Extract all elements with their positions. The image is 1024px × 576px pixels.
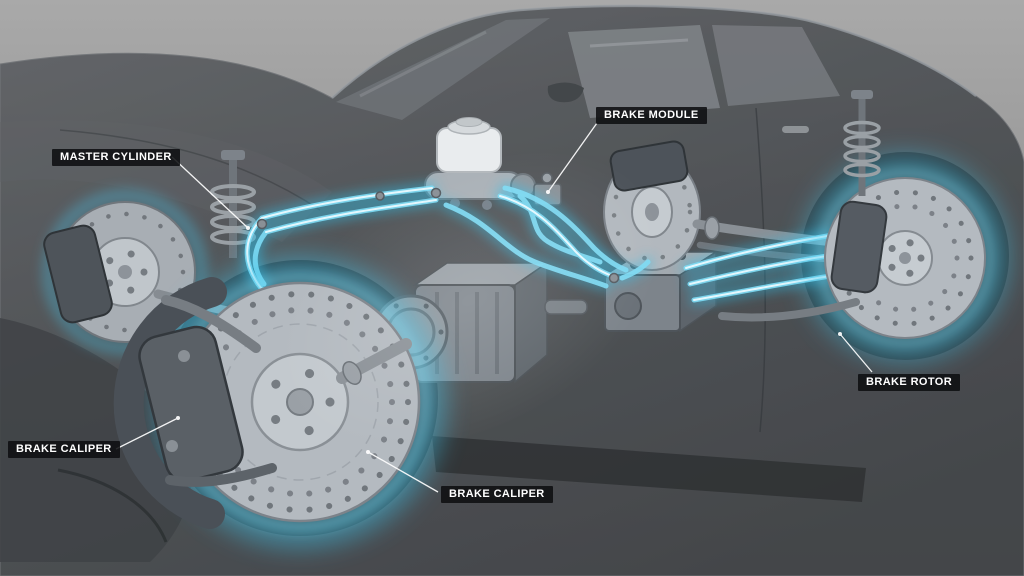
label-brake-module: BRAKE MODULE [596, 107, 707, 124]
lower-control-arm [165, 463, 277, 487]
rear-toe-link [718, 298, 860, 322]
rear-right-brake-assembly [718, 90, 1007, 360]
front-bumper [0, 318, 192, 562]
rear-left-caliper [43, 224, 113, 324]
windshield [336, 18, 550, 120]
rocker-panel [432, 436, 866, 502]
front-left-brake-assembly [113, 258, 444, 546]
label-master-cylinder: MASTER CYLINDER [52, 149, 180, 166]
mid-rear-brake-assembly [603, 140, 857, 271]
roofline [331, 4, 977, 99]
label-brake-rotor: BRAKE ROTOR [858, 374, 961, 391]
door-handle [782, 126, 809, 133]
rear-brake-caliper [830, 200, 888, 294]
leader-lines [115, 122, 873, 493]
mid-rear-caliper [609, 140, 689, 192]
abs-pump-motor [614, 292, 642, 320]
front-brake-caliper [113, 277, 244, 529]
label-brake-caliper-front: BRAKE CALIPER [441, 486, 553, 503]
side-window-rear [712, 25, 840, 106]
label-brake-caliper-rear: BRAKE CALIPER [8, 441, 120, 458]
side-window-front [568, 25, 720, 118]
strut-rear-right [843, 90, 881, 196]
tie-rod [161, 295, 261, 353]
side-mirror [547, 82, 584, 103]
